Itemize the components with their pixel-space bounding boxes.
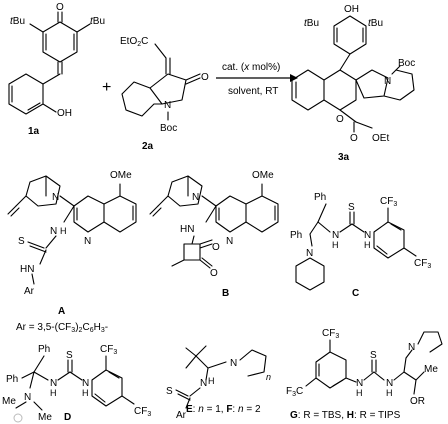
catalyst-ef: H N S Ar N n E: n = 1, F: n = 2 xyxy=(166,345,271,421)
boc-label: Boc xyxy=(398,58,415,69)
ar-label: Ar xyxy=(176,410,187,421)
ph-label: Ph xyxy=(6,374,18,385)
h2-label: H xyxy=(386,388,393,398)
reactant-1a: O tBu tBu OH 1a xyxy=(8,2,105,137)
carbonyl-oxygen-label: O xyxy=(201,72,209,83)
conditions-top: cat. (x mol%) xyxy=(222,62,280,73)
carbonyl-oxygen-label: O xyxy=(350,133,358,144)
reactant-2a: EtO2C O N Boc 2a xyxy=(120,36,209,152)
bridgehead-n-label: N xyxy=(192,192,199,203)
catalyst-label-a: A xyxy=(58,306,65,317)
ester-label: EtO2C xyxy=(120,36,148,48)
product-3a: OH tBu tBu O O OEt N Boc 3a xyxy=(291,4,415,163)
nh2-label: N xyxy=(386,378,393,389)
sulfur-label: S xyxy=(18,236,25,247)
tbu-left-label: tBu xyxy=(10,16,25,27)
nh1-label: N xyxy=(50,378,57,389)
sulfur-label: S xyxy=(66,350,73,361)
ome-label: OMe xyxy=(110,170,132,181)
watermark-icon xyxy=(13,413,23,423)
ring-n-label: N xyxy=(408,342,415,353)
ph-label: Ph xyxy=(38,344,50,355)
cf3-right-label: CF3 xyxy=(134,406,151,418)
hn-label: HN xyxy=(20,264,34,275)
boc-label: Boc xyxy=(160,123,177,134)
oh-label: OH xyxy=(344,4,359,15)
sulfur-label: S xyxy=(166,386,173,397)
ring-size-n-label: n xyxy=(266,372,271,382)
conditions-bottom: solvent, RT xyxy=(228,86,278,97)
h1-label: H xyxy=(356,388,363,398)
ph-label: Ph xyxy=(314,192,326,203)
me-label: Me xyxy=(2,396,16,407)
catalyst-label-d: D xyxy=(64,412,71,423)
h2-label: H xyxy=(364,240,371,250)
cf3-top-label: CF3 xyxy=(380,196,397,208)
oet-label: OEt xyxy=(372,133,389,144)
reaction-arrow: cat. (x mol%) solvent, RT xyxy=(216,62,298,97)
f3c-label: F3C xyxy=(286,386,303,398)
squaramide-o1: O xyxy=(210,268,218,279)
h-label: H xyxy=(60,226,67,236)
quinoline-n-label: N xyxy=(226,236,233,247)
oxygen-label: O xyxy=(56,2,64,13)
cf3-right-label: CF3 xyxy=(414,258,431,270)
bridgehead-n-label: N xyxy=(52,192,59,203)
tbu-right-label: tBu xyxy=(90,16,105,27)
nh2-label: N xyxy=(364,230,371,241)
tbu-left-label: tBu xyxy=(304,18,319,29)
piperidine-n-label: N xyxy=(306,248,313,259)
sulfur-label: S xyxy=(370,350,377,361)
nh2-label: N xyxy=(82,378,89,389)
h1-label: H xyxy=(332,240,339,250)
catalyst-a: N N H S HN Ar OMe N A Ar = 3,5-(CF3)2C6H… xyxy=(7,170,137,334)
compound-label-2a: 2a xyxy=(142,141,154,152)
nitrogen-label: N xyxy=(384,76,391,87)
nh1-label: N xyxy=(356,378,363,389)
catalyst-label-ef: E: n = 1, F: n = 2 xyxy=(186,404,261,415)
nh-h-label: H xyxy=(208,376,215,386)
thiourea-n-label: N xyxy=(50,226,57,237)
ring-oxygen-label: O xyxy=(336,114,344,125)
catalyst-b: N HN O O OMe N B xyxy=(149,170,279,299)
ring-n-label: N xyxy=(230,358,237,369)
ar-definition: Ar = 3,5-(CF3)2C6H3- xyxy=(16,322,108,334)
nme2-n-label: N xyxy=(24,392,31,403)
catalyst-c: Ph Ph N N H S N H CF3 CF3 C xyxy=(290,192,431,299)
cf3-top-label: CF3 xyxy=(100,344,117,356)
cf3-top-label: CF3 xyxy=(322,328,339,340)
squaramide-o2: O xyxy=(212,242,220,253)
plus-sign: + xyxy=(102,79,111,96)
ph-label: Ph xyxy=(290,230,302,241)
or-label: OR xyxy=(410,396,425,407)
hn-label: HN xyxy=(180,224,194,235)
quinoline-n-label: N xyxy=(84,236,91,247)
h1-label: H xyxy=(50,388,57,398)
me2-label: Me xyxy=(38,412,52,423)
h2-label: H xyxy=(82,388,89,398)
catalyst-label-gh: G: R = TBS, H: R = TIPS xyxy=(290,410,401,421)
compound-label-1a: 1a xyxy=(28,126,40,137)
nh-label: N xyxy=(200,378,207,389)
sulfur-label: S xyxy=(348,202,355,213)
nh1-label: N xyxy=(332,230,339,241)
catalyst-d: Ph Ph N Me Me N H S N H CF3 CF3 D xyxy=(2,344,151,423)
tbu-right-label: tBu xyxy=(368,18,383,29)
catalyst-label-b: B xyxy=(222,288,229,299)
me-label: Me xyxy=(424,364,438,375)
ar-label: Ar xyxy=(24,286,35,297)
catalyst-label-c: C xyxy=(352,288,359,299)
compound-label-3a: 3a xyxy=(338,152,350,163)
catalyst-gh: CF3 F3C N H S N H N Me OR G: R = TBS, H:… xyxy=(286,328,443,421)
nitrogen-label: N xyxy=(164,100,171,111)
ome-label: OMe xyxy=(252,170,274,181)
oh-label: OH xyxy=(57,108,72,119)
